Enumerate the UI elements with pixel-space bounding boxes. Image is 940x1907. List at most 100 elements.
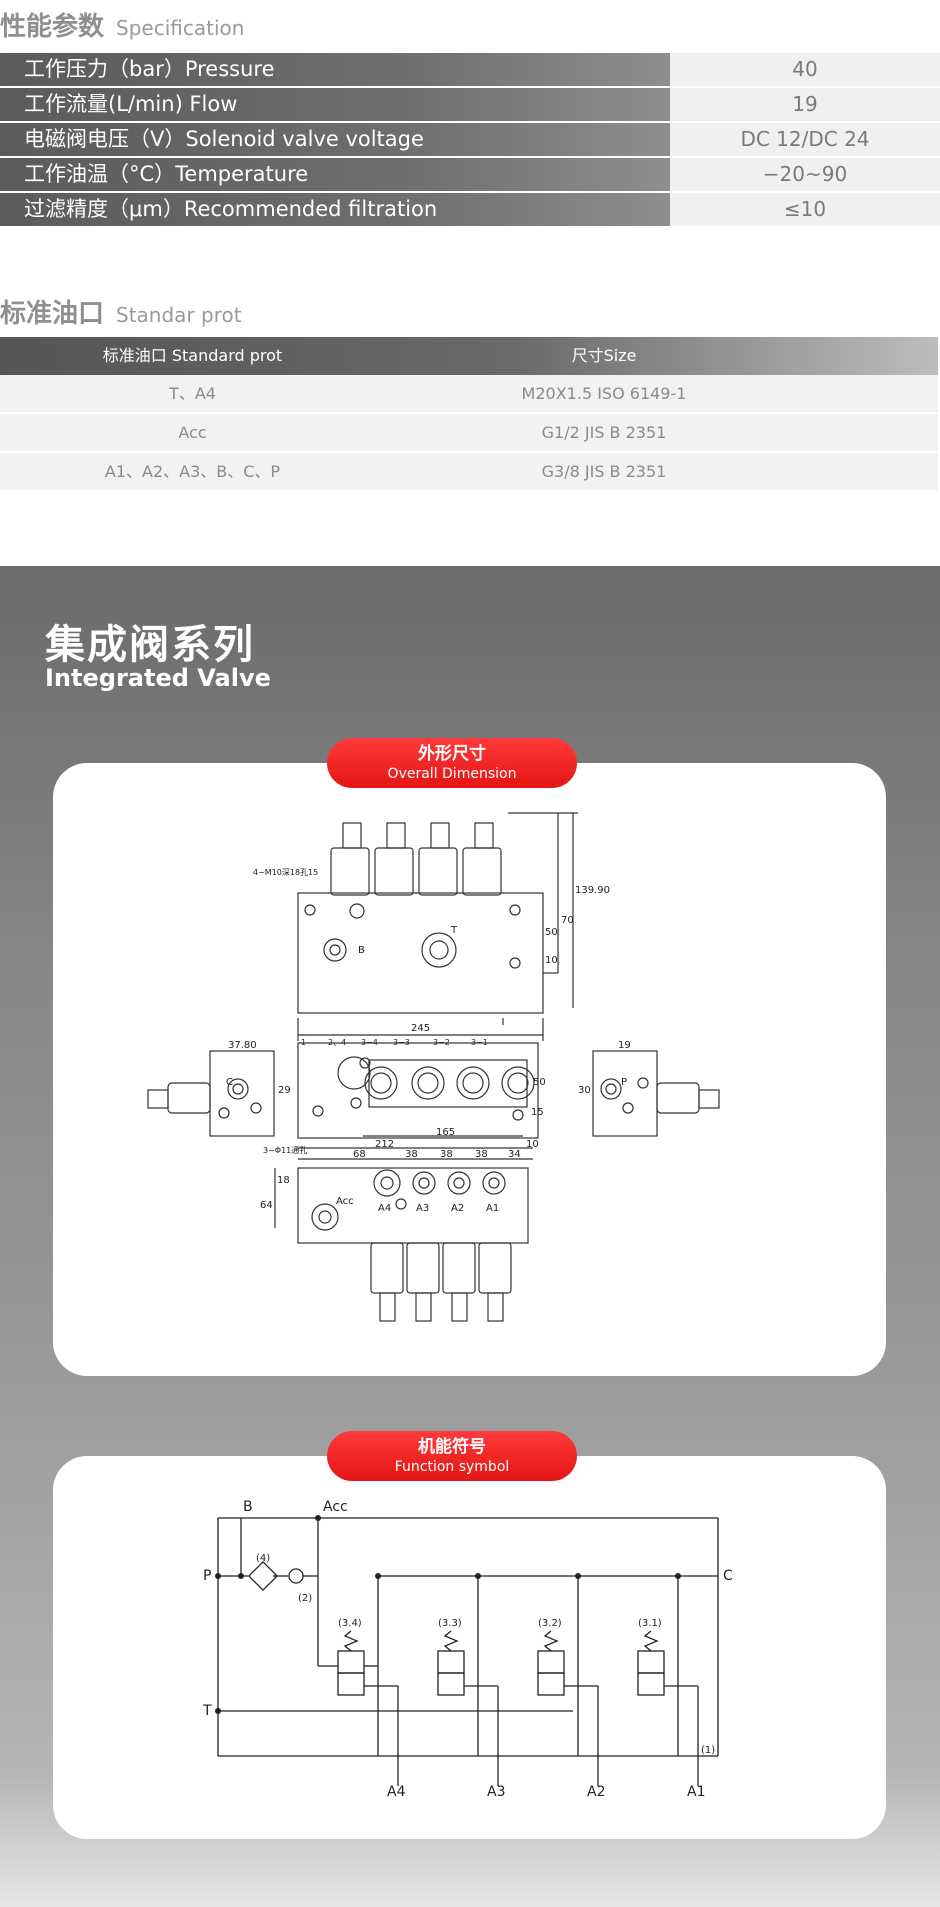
dim-3780: 37.80 bbox=[228, 1040, 257, 1051]
dim-245: 245 bbox=[411, 1023, 430, 1034]
dim-70: 70 bbox=[561, 915, 574, 926]
dim-139: 139.90 bbox=[575, 885, 610, 896]
spec-title-zh: 性能参数 bbox=[0, 12, 105, 42]
dim-64: 64 bbox=[260, 1200, 273, 1211]
series-title-zh: 集成阀系列 bbox=[45, 622, 255, 668]
spec-label: 电磁阀电压（V）Solenoid valve voltage bbox=[0, 123, 670, 156]
table-row: Acc G1/2 JIS B 2351 bbox=[0, 414, 938, 453]
function-pill-zh: 机能符号 bbox=[418, 1437, 486, 1457]
dim-38c: 38 bbox=[475, 1149, 488, 1160]
table-row: A1、A2、A3、B、C、P G3/8 JIS B 2351 bbox=[0, 453, 938, 492]
dim-note-2: 3−Φ11通孔 bbox=[263, 1145, 307, 1155]
dim-38b: 38 bbox=[440, 1149, 453, 1160]
dim-10b: 10 bbox=[545, 955, 558, 966]
front-view-body bbox=[297, 1042, 539, 1139]
fn-n31: (3.1) bbox=[638, 1618, 662, 1629]
spec-label: 工作油温（°C）Temperature bbox=[0, 158, 670, 191]
function-pill-en: Function symbol bbox=[394, 1459, 510, 1475]
dim-part-1: 1 bbox=[301, 1038, 306, 1047]
dim-34: 34 bbox=[508, 1149, 521, 1160]
ports-header-port: 标准油口 Standard prot bbox=[102, 346, 283, 365]
spec-label: 过滤精度（μm）Recommended filtration bbox=[0, 193, 670, 226]
dim-label-a3: A3 bbox=[416, 1203, 429, 1214]
fn-n33: (3.3) bbox=[438, 1618, 462, 1629]
dim-label-c: C bbox=[226, 1077, 233, 1088]
dim-label-a4: A4 bbox=[378, 1203, 391, 1214]
table-row: T、A4 M20X1.5 ISO 6149-1 bbox=[0, 375, 938, 414]
integrated-valve-section: 集成阀系列 Integrated Valve bbox=[0, 566, 940, 1907]
dim-part-33: 3−3 bbox=[393, 1038, 410, 1047]
function-pill: 机能符号 Function symbol bbox=[327, 1431, 577, 1481]
ports-table-header: 标准油口 Standard prot 尺寸Size bbox=[0, 337, 938, 375]
series-title-en: Integrated Valve bbox=[45, 664, 271, 692]
ports-title-en: Standar prot bbox=[116, 303, 242, 327]
dimension-drawing: B T 245 212 165 10 50 70 10 139.90 37.80… bbox=[147, 812, 720, 1322]
fn-label-a4: A4 bbox=[387, 1784, 406, 1800]
dim-10: 10 bbox=[526, 1139, 539, 1150]
spec-title-en: Specification bbox=[116, 16, 245, 40]
dim-38a: 38 bbox=[405, 1149, 418, 1160]
spec-table: 工作压力（bar）Pressure 40 工作流量(L/min) Flow 19… bbox=[0, 53, 940, 228]
fn-n4: (4) bbox=[256, 1553, 270, 1564]
dimension-pill-en: Overall Dimension bbox=[387, 766, 517, 782]
dim-label-a2: A2 bbox=[451, 1203, 464, 1214]
size-cell: G1/2 JIS B 2351 bbox=[541, 423, 667, 442]
fn-n32: (3.2) bbox=[538, 1618, 562, 1629]
fn-label-p: P bbox=[203, 1568, 211, 1584]
spec-value: 19 bbox=[670, 88, 940, 121]
spec-row: 工作压力（bar）Pressure 40 bbox=[0, 53, 940, 86]
dim-212: 212 bbox=[375, 1139, 394, 1150]
dim-165: 165 bbox=[436, 1127, 455, 1138]
fn-label-a3: A3 bbox=[487, 1784, 505, 1800]
spec-row: 过滤精度（μm）Recommended filtration ≤10 bbox=[0, 193, 940, 226]
port-cell: A1、A2、A3、B、C、P bbox=[104, 462, 281, 481]
dim-label-b: B bbox=[358, 945, 365, 956]
spec-row: 电磁阀电压（V）Solenoid valve voltage DC 12/DC … bbox=[0, 123, 940, 156]
spec-row: 工作流量(L/min) Flow 19 bbox=[0, 88, 940, 121]
function-symbol-diagram: B Acc P C T A4 A3 A2 A1 (4) (2) (3.4) (3… bbox=[202, 1499, 733, 1800]
fn-n2: (2) bbox=[298, 1593, 312, 1604]
ports-header-size: 尺寸Size bbox=[571, 346, 637, 365]
dim-68: 68 bbox=[353, 1149, 366, 1160]
ports-table: 标准油口 Standard prot 尺寸Size T、A4 M20X1.5 I… bbox=[0, 337, 938, 492]
dim-30: 30 bbox=[578, 1085, 591, 1096]
port-cell: Acc bbox=[178, 423, 207, 442]
function-card: B Acc P C T A4 A3 A2 A1 (4) (2) (3.4) (3… bbox=[53, 1456, 886, 1839]
fn-label-c: C bbox=[723, 1568, 733, 1584]
fn-label-a1: A1 bbox=[687, 1784, 705, 1800]
dim-label-acc: Acc bbox=[336, 1196, 354, 1207]
spec-value: DC 12/DC 24 bbox=[670, 123, 940, 156]
ports-title-zh: 标准油口 bbox=[0, 299, 105, 329]
spec-value: ≤10 bbox=[670, 193, 940, 226]
ports-section-title: 标准油口 Standar prot bbox=[0, 293, 242, 330]
dim-part-31: 3−1 bbox=[471, 1038, 488, 1047]
dim-part-34: 3−4 bbox=[361, 1038, 378, 1047]
dimension-pill: 外形尺寸 Overall Dimension bbox=[327, 738, 577, 788]
spec-section-title: 性能参数 Specification bbox=[0, 6, 244, 43]
spec-value: 40 bbox=[670, 53, 940, 86]
dim-19: 19 bbox=[618, 1040, 631, 1051]
dim-15: 15 bbox=[531, 1107, 544, 1118]
port-cell: T、A4 bbox=[169, 384, 216, 403]
fn-n34: (3.4) bbox=[338, 1618, 362, 1629]
dim-29: 29 bbox=[278, 1085, 291, 1096]
dim-label-a1: A1 bbox=[486, 1203, 499, 1214]
size-cell: G3/8 JIS B 2351 bbox=[541, 462, 667, 481]
fn-label-a2: A2 bbox=[587, 1784, 605, 1800]
dim-label-p: P bbox=[621, 1077, 627, 1088]
fn-label-b: B bbox=[243, 1499, 253, 1515]
dim-note-1: 4−M10深18孔15 bbox=[253, 868, 318, 877]
left-side-view bbox=[209, 1050, 275, 1137]
dim-18: 18 bbox=[277, 1175, 290, 1186]
size-cell: M20X1.5 ISO 6149-1 bbox=[521, 384, 687, 403]
fn-label-t: T bbox=[202, 1703, 212, 1719]
spec-label: 工作流量(L/min) Flow bbox=[0, 88, 670, 121]
dim-part-2: 2、4 bbox=[328, 1038, 346, 1047]
spec-value: −20~90 bbox=[670, 158, 940, 191]
dim-50b: 50 bbox=[533, 1077, 546, 1088]
top-view-body bbox=[297, 892, 544, 1014]
spec-row: 工作油温（°C）Temperature −20~90 bbox=[0, 158, 940, 191]
dim-part-32: 3−2 bbox=[433, 1038, 450, 1047]
dim-50: 50 bbox=[545, 927, 558, 938]
spec-label: 工作压力（bar）Pressure bbox=[0, 53, 670, 86]
